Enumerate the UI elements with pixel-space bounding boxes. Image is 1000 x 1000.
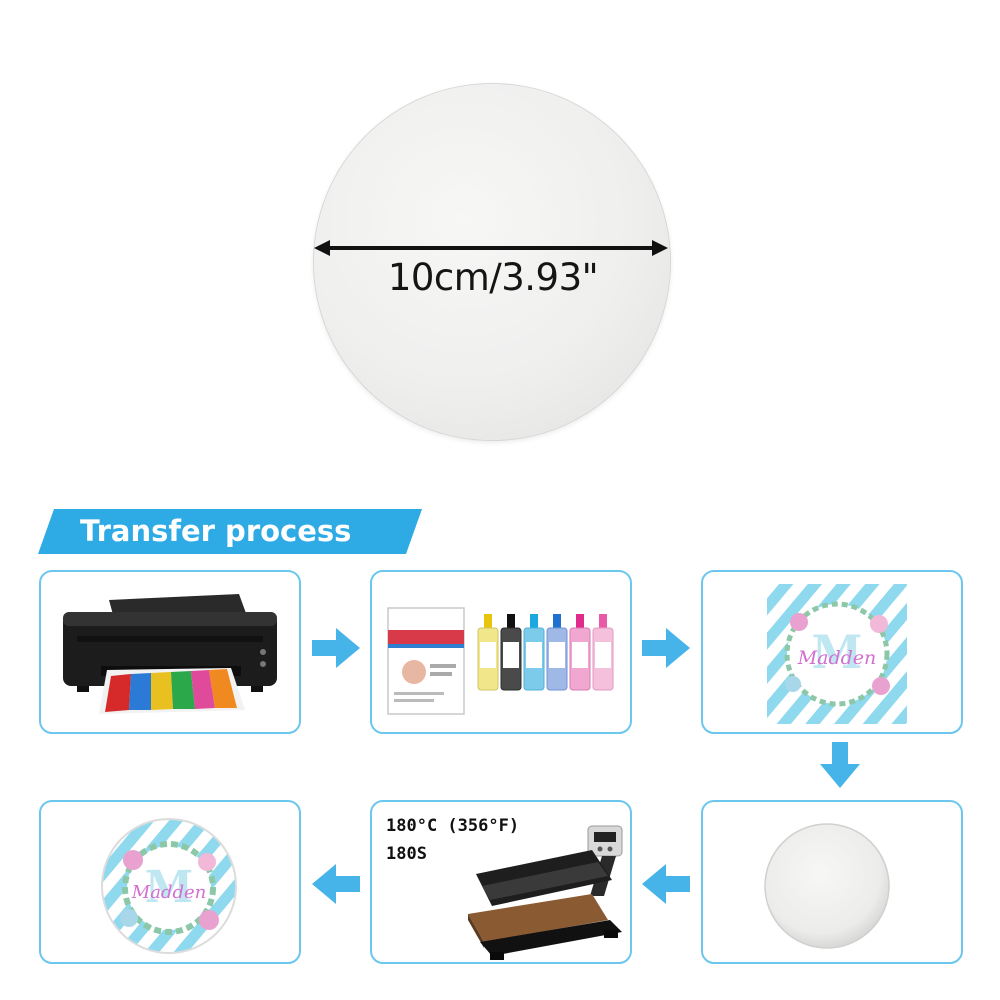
printer-icon <box>63 594 277 714</box>
step-card-press: 180°C (356°F) 180S <box>370 800 632 964</box>
disc-design-name: Madden <box>131 882 206 903</box>
step-card-supplies <box>370 570 632 734</box>
product-disc <box>314 84 670 440</box>
section-title: Transfer process <box>80 514 352 548</box>
finished-disc-icon: M Madden <box>101 818 237 954</box>
arrow-left-icon <box>312 864 360 904</box>
design-name: Madden <box>797 647 877 669</box>
press-time: 180S <box>386 844 427 864</box>
disc-monogram: M <box>145 862 194 913</box>
step-card-finished: M Madden <box>39 800 301 964</box>
step-card-design: M Madden <box>701 570 963 734</box>
blank-disc-icon <box>764 823 890 949</box>
heat-press-icon <box>468 825 623 960</box>
transfer-paper-and-ink-icon <box>387 607 614 715</box>
step-card-blank <box>701 800 963 964</box>
arrow-down-icon <box>820 742 860 788</box>
arrow-left-icon <box>642 864 690 904</box>
section-banner <box>38 509 422 554</box>
arrow-right-icon <box>642 628 690 668</box>
arrow-right-icon <box>312 628 360 668</box>
dimension-label: 10cm/3.93" <box>387 256 599 299</box>
printed-design-icon: M Madden <box>767 584 907 724</box>
press-temperature: 180°C (356°F) <box>386 816 520 836</box>
step-card-print <box>39 570 301 734</box>
design-monogram: M <box>812 625 863 679</box>
